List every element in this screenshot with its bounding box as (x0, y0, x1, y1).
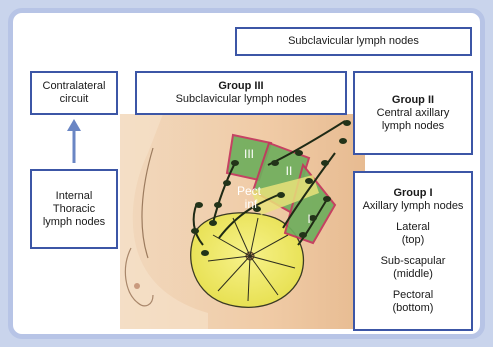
group-3-title: Group III (218, 80, 263, 93)
internal-line-1: Internal (56, 190, 93, 203)
internal-line-2: Thoracic (53, 203, 95, 216)
internal-line-3: lymph nodes (43, 216, 105, 229)
group-1-box: Group I Axillary lymph nodes Lateral (to… (353, 171, 473, 331)
zone-3-label: III (244, 147, 254, 161)
up-arrow-head (67, 119, 81, 131)
contralateral-line-2: circuit (60, 93, 89, 106)
pect-label-2: inf (245, 197, 258, 211)
pect-label-1: Pect (237, 184, 262, 198)
subscapular-label: Sub-scapular (381, 255, 446, 268)
group-1-title: Group I (393, 187, 432, 200)
zone-1-label: I (307, 212, 310, 226)
group-2-line-2: lymph nodes (382, 120, 444, 133)
subclavicular-top-box: Subclavicular lymph nodes (235, 27, 472, 56)
contralateral-box: Contralateral circuit (30, 71, 118, 115)
left-nipple (134, 283, 140, 289)
zone-2-label: II (286, 164, 293, 178)
group-2-line-1: Central axillary (377, 107, 450, 120)
group-1-subtitle: Axillary lymph nodes (363, 200, 464, 213)
subscapular-position: (middle) (393, 268, 433, 281)
lateral-label: Lateral (396, 221, 430, 234)
group-2-box: Group II Central axillary lymph nodes (353, 71, 473, 155)
subclavicular-top-label: Subclavicular lymph nodes (288, 35, 419, 48)
contralateral-line-1: Contralateral (43, 80, 106, 93)
pectoral-label: Pectoral (393, 289, 433, 302)
diagram-frame: III II I Pect inf Subclavicular lymph no… (8, 8, 485, 339)
group-2-title: Group II (392, 94, 434, 107)
group-3-subtitle: Subclavicular lymph nodes (176, 93, 307, 106)
internal-thoracic-box: Internal Thoracic lymph nodes (30, 169, 118, 249)
pectoral-position: (bottom) (393, 302, 434, 315)
group-3-box: Group III Subclavicular lymph nodes (135, 71, 347, 115)
lateral-position: (top) (402, 234, 425, 247)
